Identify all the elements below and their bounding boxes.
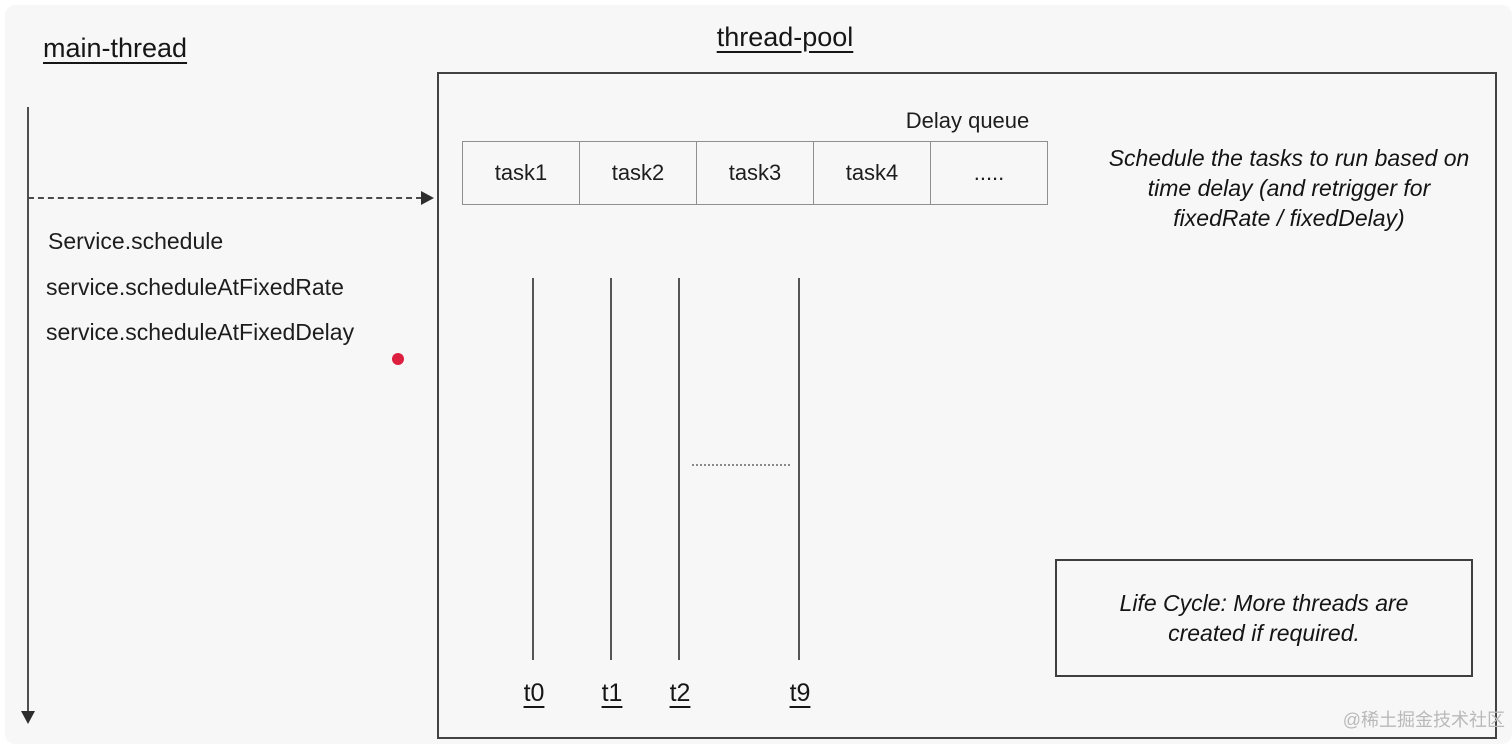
thread-lifeline-t1 [610, 278, 612, 660]
dispatch-dashed-arrow [28, 197, 422, 199]
task-cell: task3 [697, 142, 814, 204]
life-cycle-box: Life Cycle: More threads are created if … [1055, 559, 1473, 677]
thread-lifeline-t2 [678, 278, 680, 660]
call-label-schedule-at-fixed-rate: service.scheduleAtFixedRate [46, 274, 344, 300]
down-arrowhead-icon [21, 711, 35, 724]
thread-lifeline-t0 [532, 278, 534, 660]
thread-label-t2: t2 [669, 679, 691, 707]
delay-queue-table: task1 task2 task3 task4 ..... [462, 141, 1048, 205]
watermark: @稀土掘金技术社区 [1342, 710, 1505, 730]
life-cycle-note: Life Cycle: More threads are created if … [1119, 590, 1409, 646]
task-cell: task1 [463, 142, 580, 204]
main-thread-title: main-thread [43, 33, 188, 63]
thread-pool-box [437, 72, 1497, 739]
thread-label-t9: t9 [789, 679, 811, 707]
thread-label-t1: t1 [601, 679, 623, 707]
schedule-note: Schedule the tasks to run based on time … [1108, 145, 1470, 231]
call-label-schedule: Service.schedule [48, 228, 224, 254]
thread-lifeline-t9 [798, 278, 800, 660]
delay-queue-label: Delay queue [905, 108, 1030, 133]
task-cell: task4 [814, 142, 931, 204]
task-cell: task2 [580, 142, 697, 204]
call-label-schedule-at-fixed-delay: service.scheduleAtFixedDelay [46, 319, 355, 345]
thread-gap-dotted-line [692, 464, 790, 466]
main-thread-lifeline [27, 107, 29, 713]
task-cell: ..... [973, 160, 1005, 185]
thread-pool-title: thread-pool [716, 22, 854, 52]
thread-label-t0: t0 [523, 679, 545, 707]
red-event-dot [392, 353, 404, 365]
right-arrowhead-icon [421, 191, 434, 205]
